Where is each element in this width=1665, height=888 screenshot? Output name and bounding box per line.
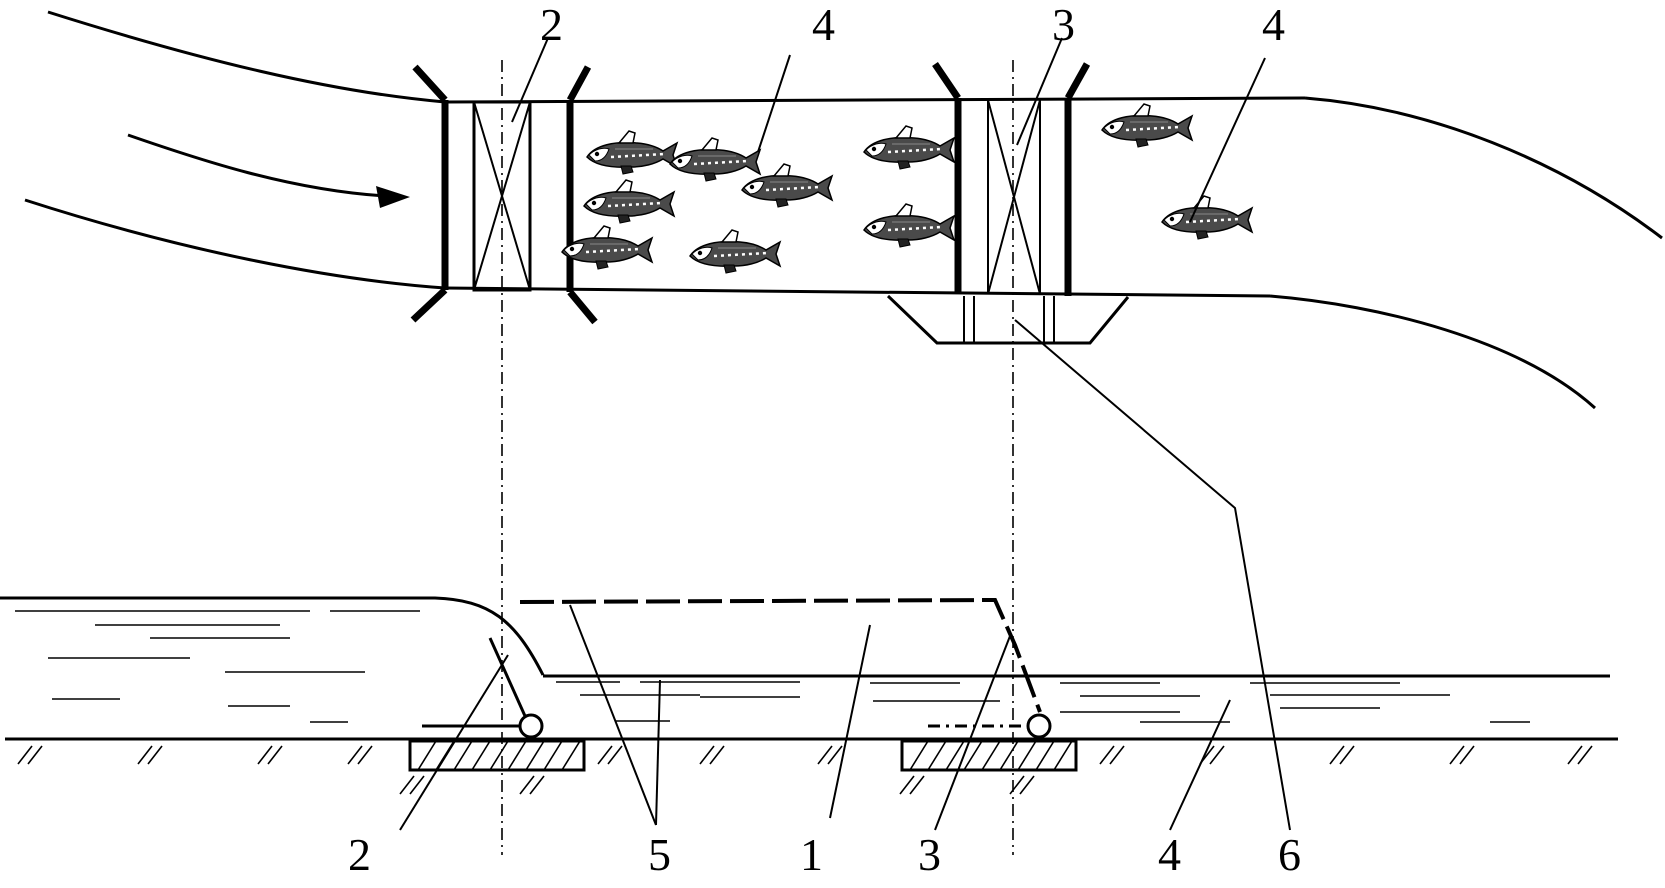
label-top-4b: 4: [1262, 0, 1285, 50]
channel-wall-top: [444, 96, 1306, 104]
fish-icon: [585, 129, 679, 176]
fish-icon: [560, 224, 654, 271]
fish-icon: [1160, 194, 1254, 241]
fish-icon: [582, 178, 676, 225]
fish-icon: [1100, 102, 1194, 149]
label-top-4a: 4: [812, 0, 835, 50]
exit-gate-section: [900, 713, 1078, 772]
fish-pass-chamber-outline: [519, 597, 1042, 713]
exit-gate-plan: [932, 62, 1091, 296]
left-bank-upper: [47, 10, 446, 104]
label-bottom-5: 5: [648, 829, 671, 880]
leader-lines: [399, 37, 1291, 831]
right-bank-upper: [1304, 96, 1663, 240]
upstream-water-surface: [0, 596, 545, 676]
fish-icon: [668, 136, 762, 183]
entrance-gate-plan: [410, 64, 598, 325]
section-view: [0, 596, 1618, 795]
left-bank-lower: [24, 198, 446, 290]
right-bank-lower: [1269, 294, 1597, 410]
fish-icon: [862, 124, 956, 171]
label-top-2: 2: [540, 0, 563, 50]
plan-view: [24, 10, 1663, 410]
downstream-water-hatching: [556, 681, 1530, 723]
upstream-water-hatching: [15, 610, 420, 723]
flow-arrow-icon: [127, 133, 410, 208]
fish-icon: [688, 228, 782, 275]
bypass-pit-plan: [886, 294, 1130, 345]
label-bottom-3: 3: [918, 829, 941, 880]
hinge-circle-icon: [1026, 713, 1052, 739]
channel-wall-bottom: [444, 286, 1271, 298]
label-bottom-1: 1: [800, 829, 823, 880]
callout-labels: 2 4 3 4 2 5 1 3 4 6: [348, 0, 1301, 880]
label-bottom-4: 4: [1158, 829, 1181, 880]
label-top-3: 3: [1052, 0, 1075, 50]
fish-icon: [862, 202, 956, 249]
label-bottom-2: 2: [348, 829, 371, 880]
hinge-circle-icon: [518, 713, 544, 739]
label-bottom-6: 6: [1278, 829, 1301, 880]
entrance-gate-section: [408, 637, 586, 772]
ground-hatching: [17, 745, 1593, 795]
